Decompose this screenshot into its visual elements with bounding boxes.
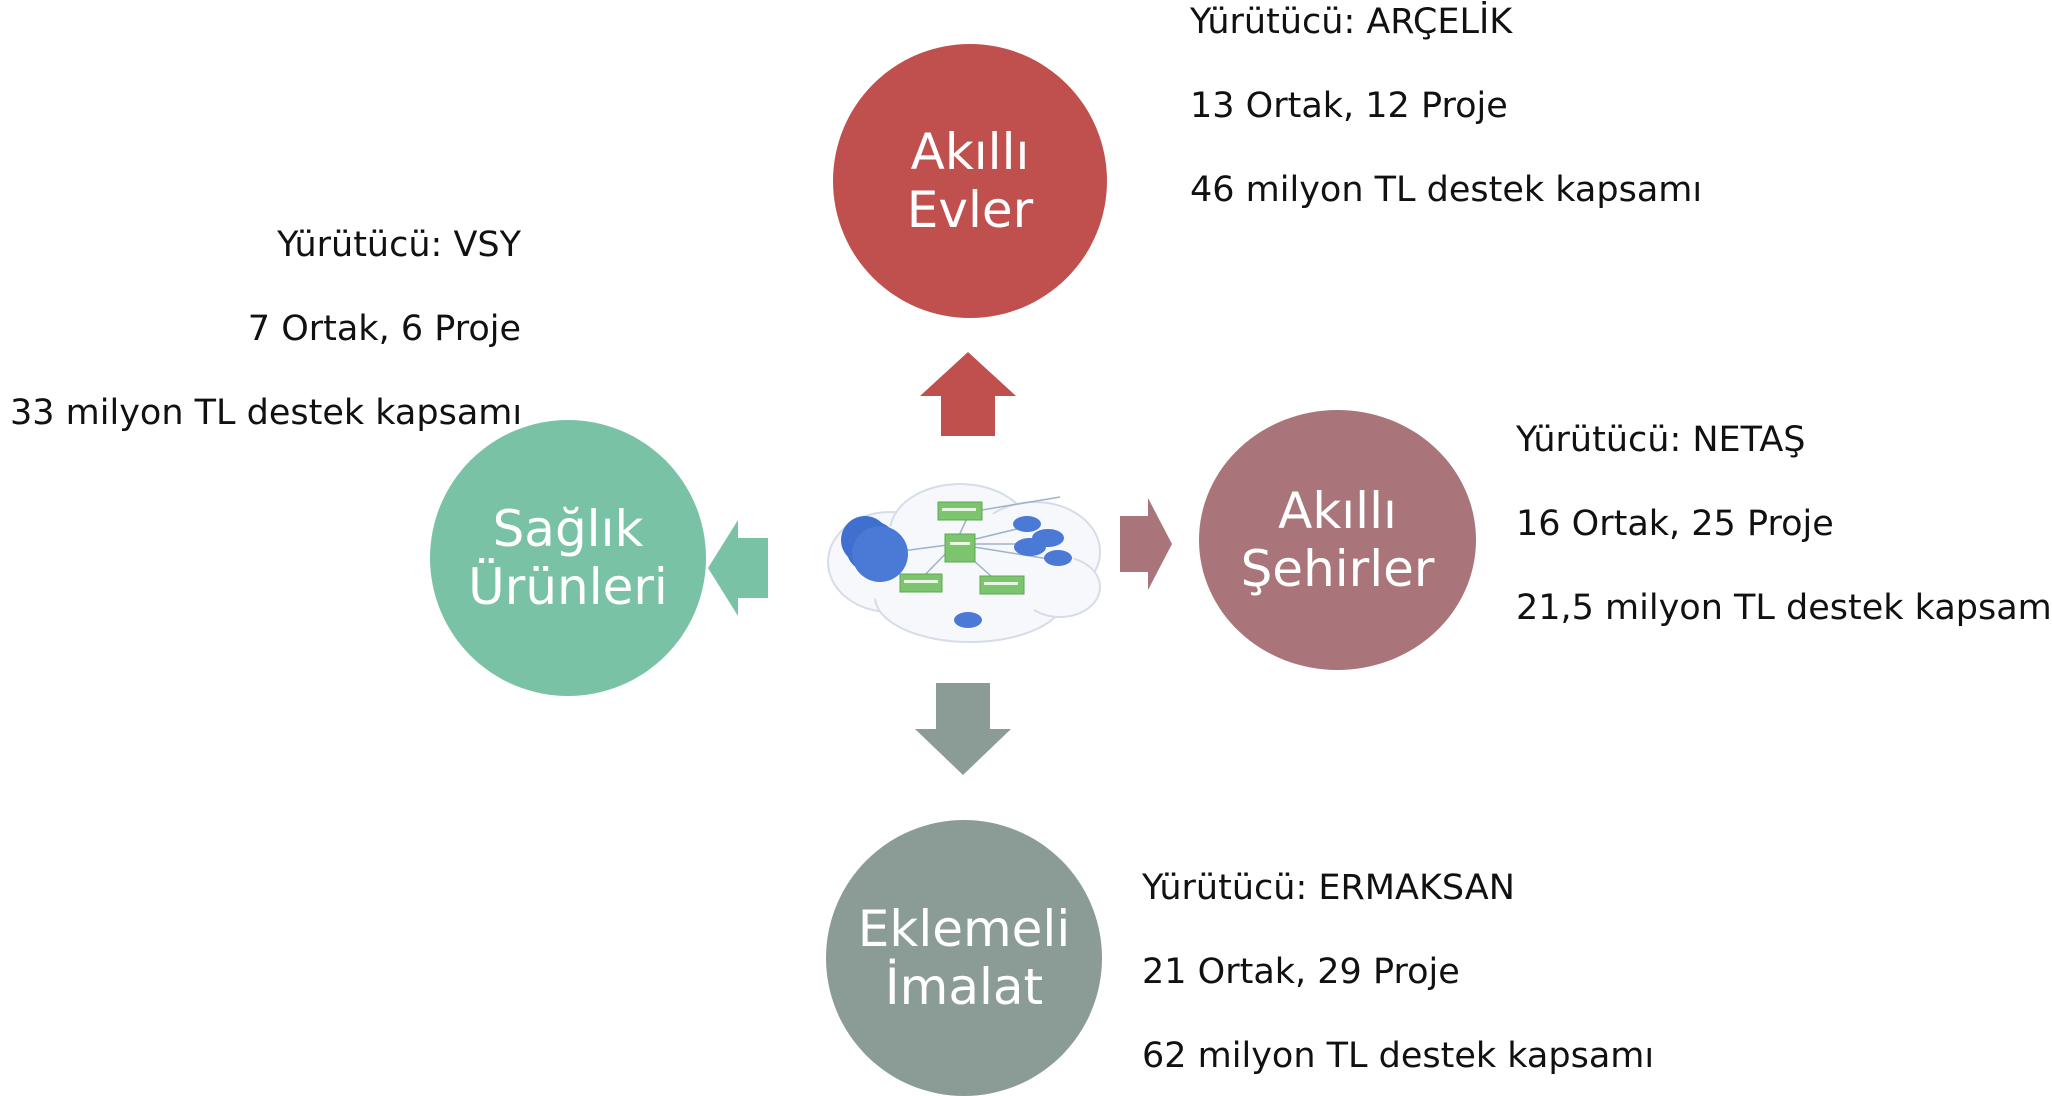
- node-eklemeli-imalat-line1: Eklemeli: [857, 900, 1071, 958]
- info-akilli-sehirler-budget: 21,5 milyon TL destek kapsamı: [1516, 588, 2052, 628]
- node-eklemeli-imalat-line2: İmalat: [884, 958, 1044, 1016]
- arrow-right-icon: [1120, 498, 1172, 590]
- node-akilli-evler: Akıllı Evler: [833, 44, 1107, 318]
- node-akilli-evler-line2: Evler: [906, 181, 1034, 239]
- info-akilli-evler-budget: 46 milyon TL destek kapsamı: [1190, 170, 1703, 210]
- arrow-up-shape: [920, 352, 1016, 436]
- info-eklemeli-imalat-partners: 21 Ortak, 29 Proje: [1142, 952, 1460, 992]
- node-eklemeli-imalat: Eklemeli İmalat: [826, 820, 1102, 1096]
- arrow-down-icon: [915, 683, 1011, 775]
- arrow-left-shape: [708, 520, 768, 616]
- node-akilli-sehirler-line1: Akıllı: [1278, 482, 1397, 540]
- node-saglik-urunleri-line1: Sağlık: [492, 500, 644, 558]
- info-saglik-urunleri-lead: Yürütücü: VSY: [277, 225, 521, 265]
- node-saglik-urunleri-line2: Ürünleri: [468, 558, 668, 616]
- node-akilli-evler-line1: Akıllı: [910, 123, 1030, 181]
- node-akilli-sehirler-line2: Şehirler: [1240, 540, 1435, 598]
- info-akilli-sehirler-partners: 16 Ortak, 25 Proje: [1516, 504, 1834, 544]
- info-saglik-urunleri-budget: 33 milyon TL destek kapsamı: [10, 393, 523, 433]
- node-saglik-urunleri: Sağlık Ürünleri: [430, 420, 706, 696]
- arrow-down-shape: [915, 683, 1011, 775]
- info-akilli-evler-partners: 13 Ortak, 12 Proje: [1190, 86, 1508, 126]
- info-eklemeli-imalat: Yürütücü: ERMAKSAN 21 Ortak, 29 Proje 62…: [1142, 868, 1654, 1076]
- cloud-network-diagram-icon: [827, 483, 1101, 643]
- arrow-right-shape: [1120, 498, 1172, 590]
- info-akilli-sehirler: Yürütücü: NETAŞ 16 Ortak, 25 Proje 21,5 …: [1516, 420, 2052, 628]
- info-saglik-urunleri: Yürütücü: VSY 7 Ortak, 6 Proje 33 milyon…: [10, 225, 523, 433]
- info-saglik-urunleri-partners: 7 Ortak, 6 Proje: [247, 309, 521, 349]
- info-eklemeli-imalat-lead: Yürütücü: ERMAKSAN: [1142, 868, 1515, 908]
- info-eklemeli-imalat-budget: 62 milyon TL destek kapsamı: [1142, 1036, 1655, 1076]
- arrow-left-icon: [708, 520, 768, 616]
- info-akilli-evler-lead: Yürütücü: ARÇELİK: [1190, 2, 1513, 42]
- info-akilli-evler: Yürütücü: ARÇELİK 13 Ortak, 12 Proje 46 …: [1190, 2, 1702, 210]
- arrow-up-icon: [920, 352, 1016, 436]
- info-akilli-sehirler-lead: Yürütücü: NETAŞ: [1516, 420, 1806, 460]
- node-akilli-sehirler: Akıllı Şehirler: [1199, 410, 1476, 670]
